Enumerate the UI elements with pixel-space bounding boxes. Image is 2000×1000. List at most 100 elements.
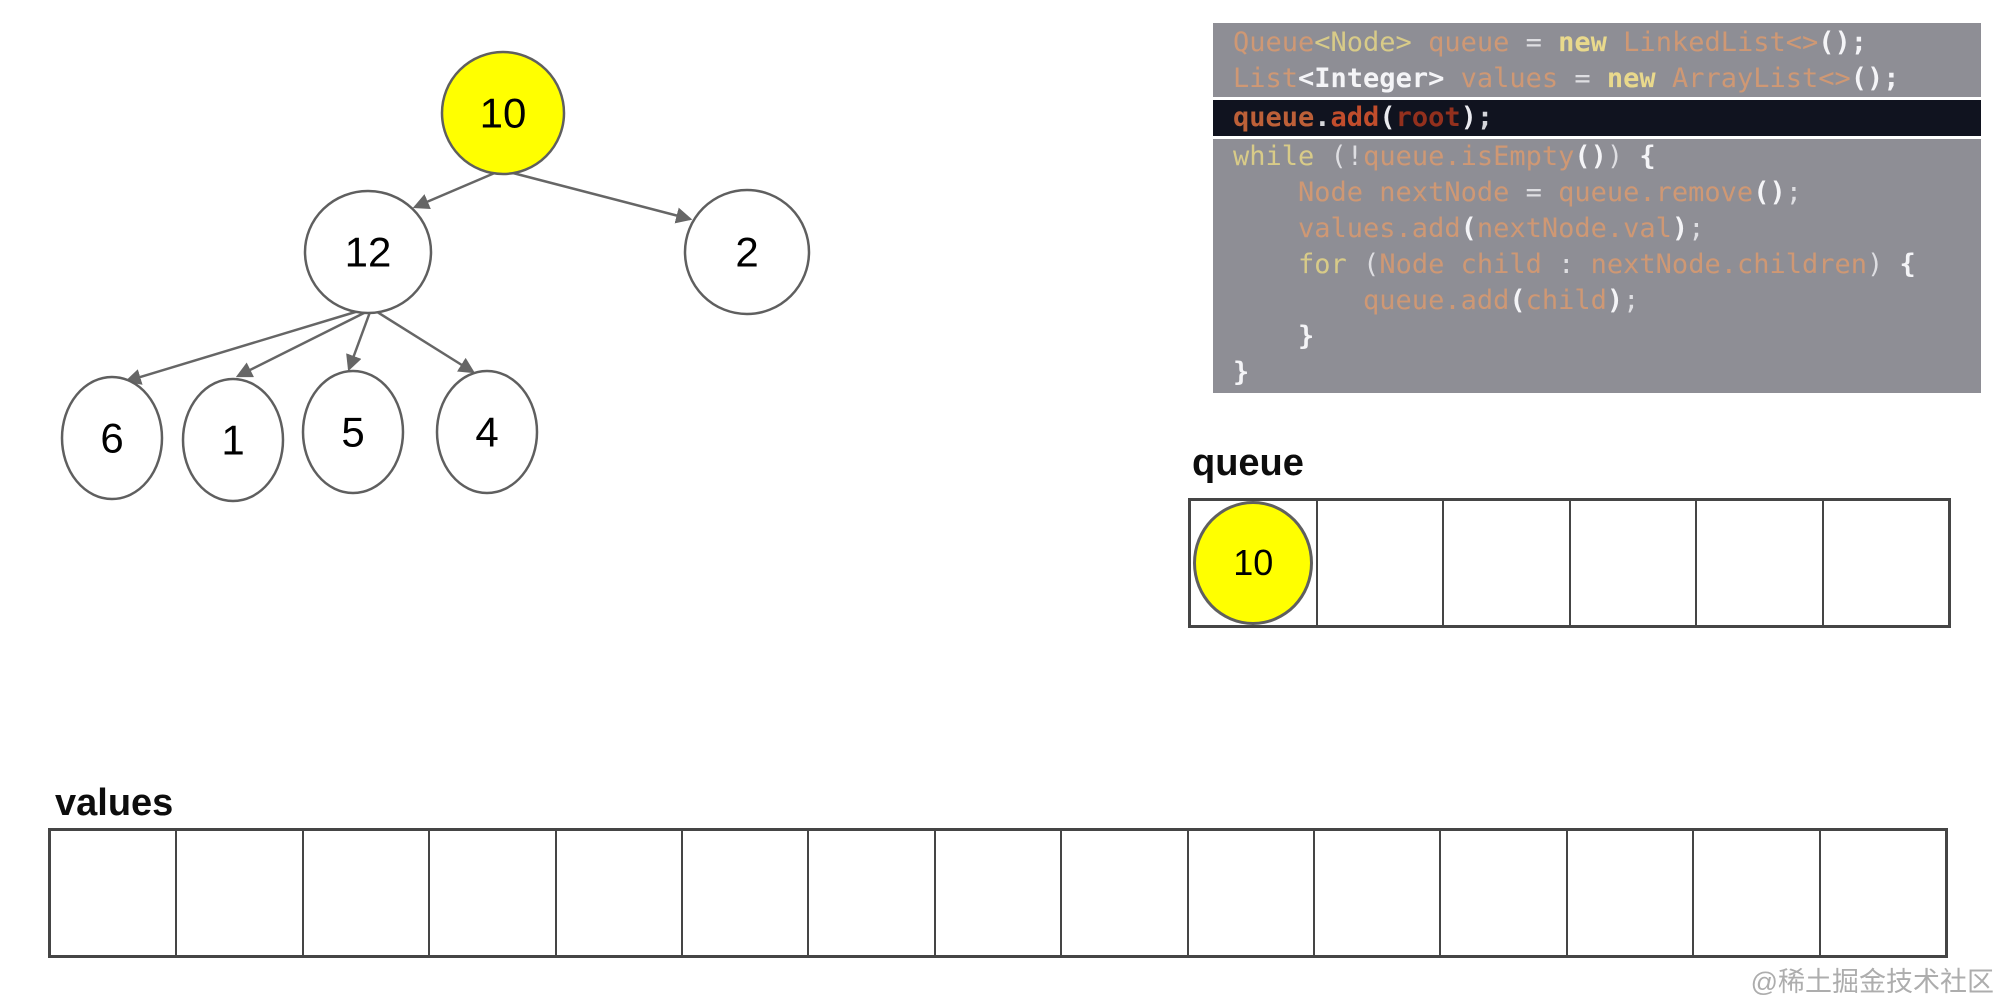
code-token: ) bbox=[1606, 285, 1624, 316]
code-token: Node nextNode bbox=[1233, 177, 1526, 208]
code-token: queue.add bbox=[1233, 285, 1510, 316]
code-token: ( bbox=[1509, 285, 1526, 316]
code-token: nextNode.val bbox=[1476, 213, 1672, 244]
queue-cell-4 bbox=[1695, 501, 1822, 625]
tree-node-10: 10 bbox=[440, 50, 566, 176]
tree-node-1: 1 bbox=[181, 377, 285, 503]
code-token: ) bbox=[1867, 249, 1900, 280]
code-token: <Node> bbox=[1314, 27, 1412, 58]
tree-edge-10-12 bbox=[412, 170, 498, 210]
tree-edge-10-2 bbox=[508, 170, 693, 224]
code-token: ; bbox=[1476, 102, 1494, 133]
code-token: . bbox=[1314, 102, 1331, 133]
code-snippet: Queue<Node> queue = new LinkedList<>();L… bbox=[1213, 23, 1981, 393]
code-token: LinkedList<> bbox=[1606, 27, 1819, 58]
tree-edge-12-6 bbox=[124, 308, 363, 385]
code-token: (); bbox=[1850, 63, 1900, 94]
code-token: add bbox=[1330, 102, 1380, 133]
code-token: queue bbox=[1411, 27, 1526, 58]
values-label: values bbox=[55, 782, 174, 824]
tree-diagram: 10 12 2 6 1 5 4 bbox=[60, 50, 811, 503]
code-line: } bbox=[1213, 355, 1981, 391]
tree-node-label: 12 bbox=[345, 229, 392, 276]
code-token: ( bbox=[1379, 102, 1396, 133]
tree-node-6: 6 bbox=[60, 375, 164, 501]
values-cell-9 bbox=[1186, 831, 1313, 955]
values-cell-1 bbox=[175, 831, 301, 955]
tree-node-label: 5 bbox=[341, 409, 364, 456]
watermark: @稀土掘金技术社区 bbox=[1750, 967, 1994, 997]
values-cell-12 bbox=[1565, 831, 1692, 955]
code-token: : bbox=[1558, 249, 1591, 280]
values-cell-14 bbox=[1818, 831, 1945, 955]
queue-cell-5 bbox=[1821, 501, 1949, 625]
tree-node-label: 10 bbox=[480, 90, 527, 137]
code-token: } bbox=[1233, 357, 1250, 388]
code-token: ( bbox=[1460, 213, 1477, 244]
code-token: () bbox=[1574, 141, 1607, 172]
code-token: Queue bbox=[1233, 27, 1315, 58]
code-token: (! bbox=[1314, 141, 1364, 172]
code-token: while bbox=[1233, 141, 1315, 172]
code-line: values.add(nextNode.val); bbox=[1213, 211, 1981, 247]
queue-cell-2 bbox=[1442, 501, 1569, 625]
code-line: for (Node child : nextNode.children) { bbox=[1213, 247, 1981, 283]
tree-node-label: 6 bbox=[100, 415, 123, 462]
queue-cell-1 bbox=[1315, 501, 1443, 625]
values-array bbox=[48, 828, 1948, 958]
tree-node-label: 2 bbox=[735, 229, 758, 276]
values-cell-10 bbox=[1313, 831, 1439, 955]
values-cell-3 bbox=[428, 831, 554, 955]
code-line: queue.add(child); bbox=[1213, 283, 1981, 319]
code-token: queue bbox=[1233, 102, 1315, 133]
tree-edge-12-5 bbox=[346, 311, 372, 372]
code-token: queue.remove bbox=[1558, 177, 1754, 208]
code-token: ; bbox=[1623, 285, 1640, 316]
tree-node-2: 2 bbox=[683, 188, 811, 316]
values-cell-11 bbox=[1439, 831, 1565, 955]
code-token: ( bbox=[1346, 249, 1380, 280]
code-token: { bbox=[1899, 249, 1916, 280]
code-token: = bbox=[1574, 63, 1607, 94]
code-token: for bbox=[1298, 249, 1347, 280]
values-cell-6 bbox=[807, 831, 933, 955]
queue-cell-0: 10 bbox=[1191, 501, 1316, 625]
values-cell-8 bbox=[1060, 831, 1186, 955]
code-token: Node child bbox=[1379, 249, 1559, 280]
code-token bbox=[1233, 321, 1298, 352]
values-cell-13 bbox=[1692, 831, 1818, 955]
tree-edge-12-4 bbox=[373, 308, 476, 374]
code-token: nextNode.children bbox=[1590, 249, 1867, 280]
queue-cell-3 bbox=[1568, 501, 1696, 625]
values-cell-2 bbox=[301, 831, 428, 955]
queue-array: 10 bbox=[1188, 498, 1951, 628]
code-token: values bbox=[1444, 63, 1575, 94]
tree-edge-12-1 bbox=[235, 310, 367, 378]
code-line-highlighted: queue.add(root); bbox=[1213, 97, 1981, 139]
queue-cell-item: 10 bbox=[1193, 501, 1314, 625]
tree-node-12: 12 bbox=[303, 189, 433, 315]
code-token: new bbox=[1606, 63, 1656, 94]
code-line: List<Integer> values = new ArrayList<>()… bbox=[1213, 61, 1981, 97]
code-token: { bbox=[1639, 141, 1656, 172]
code-line: Queue<Node> queue = new LinkedList<>(); bbox=[1213, 25, 1981, 61]
code-token: ; bbox=[1688, 213, 1705, 244]
code-token: } bbox=[1298, 321, 1315, 352]
code-line: while (!queue.isEmpty()) { bbox=[1213, 139, 1981, 175]
code-token bbox=[1233, 249, 1298, 280]
code-token: () bbox=[1753, 177, 1786, 208]
values-cell-5 bbox=[681, 831, 807, 955]
code-token: ) bbox=[1671, 213, 1689, 244]
values-cell-0 bbox=[51, 831, 175, 955]
tree-node-4: 4 bbox=[435, 369, 539, 495]
code-token: ) bbox=[1606, 141, 1640, 172]
code-token: (); bbox=[1818, 27, 1868, 58]
code-token: root bbox=[1395, 102, 1461, 133]
queue-label: queue bbox=[1192, 442, 1304, 484]
code-token: ; bbox=[1785, 177, 1802, 208]
tree-node-label: 4 bbox=[475, 409, 498, 456]
code-line: Node nextNode = queue.remove(); bbox=[1213, 175, 1981, 211]
code-token: ArrayList<> bbox=[1655, 63, 1851, 94]
tree-node-5: 5 bbox=[301, 369, 405, 495]
